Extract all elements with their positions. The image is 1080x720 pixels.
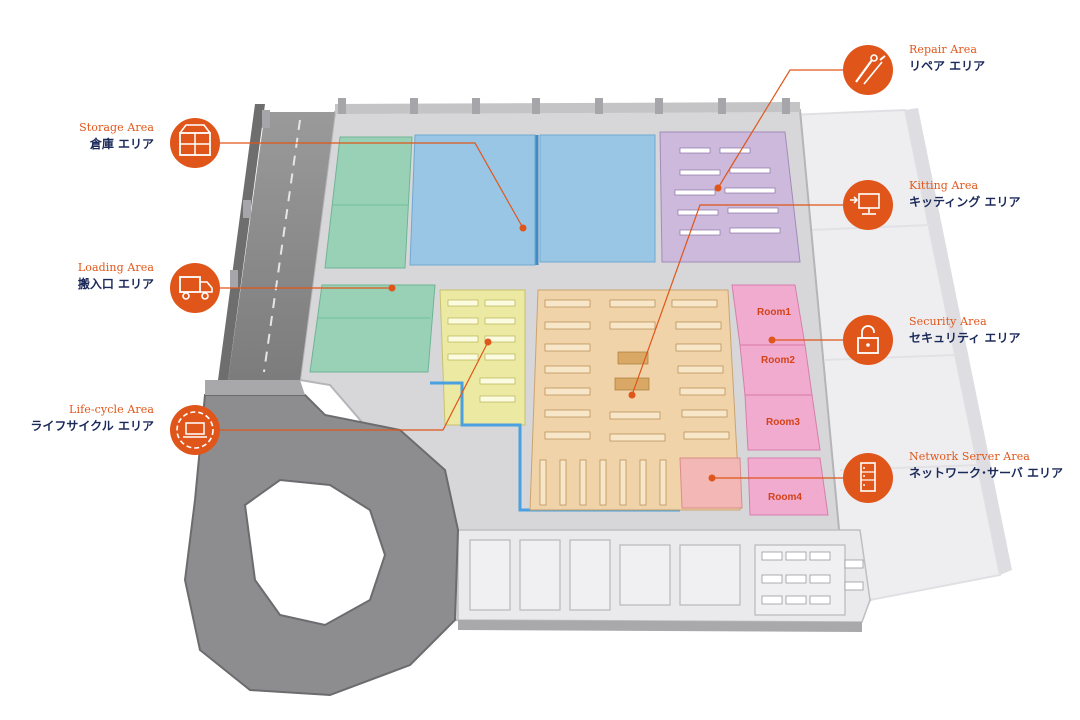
room-label: Room3 [766, 417, 800, 428]
pillars [230, 98, 790, 288]
spiral-ramp [183, 380, 460, 697]
lifecycle-area-jp: ライフサイクル エリア [30, 418, 154, 433]
storage-area-en: Storage Area [79, 121, 154, 134]
storage-area-jp: 倉庫 エリア [89, 136, 154, 151]
repair-area-en: Repair Area [909, 43, 978, 56]
road [218, 104, 335, 380]
warehouse-zone [529, 289, 741, 511]
laptop-cycle-icon [170, 405, 220, 455]
loading-zone [309, 284, 436, 373]
boxes-icon [170, 118, 220, 168]
server-icon [843, 453, 893, 503]
tools-icon [843, 45, 893, 95]
leader-lines [217, 69, 843, 479]
network-area-label: Network Server Area ネットワーク･サーバ エリア [909, 450, 1079, 481]
lifecycle-area-en: Life-cycle Area [69, 403, 154, 416]
office-desks [761, 551, 864, 605]
repair-area-label: Repair Area リペア エリア [909, 43, 1079, 74]
repair-area-jp: リペア エリア [909, 58, 986, 73]
leader-dots [388, 184, 776, 482]
lifecycle-area-label: Life-cycle Area ライフサイクル エリア [14, 403, 154, 434]
loading-area-en: Loading Area [77, 261, 154, 274]
room-label: Room2 [761, 355, 795, 366]
storage-zone-green [324, 136, 413, 269]
loading-area-jp: 搬入口 エリア [77, 276, 154, 291]
monitor-arrow-icon [843, 180, 893, 230]
room-label: Room4 [768, 492, 802, 503]
kitting-area-en: Kitting Area [909, 179, 979, 192]
padlock-icon [843, 315, 893, 365]
kitting-repair-zone [659, 131, 801, 263]
kitting-area-label: Kitting Area キッティング エリア [909, 179, 1079, 210]
security-area-en: Security Area [909, 315, 987, 328]
storage-area-label: Storage Area 倉庫 エリア [14, 121, 154, 152]
kitting-area-jp: キッティング エリア [909, 194, 1021, 209]
security-zone [679, 284, 829, 516]
storage-zone-blue [409, 134, 656, 266]
room-label: Room1 [757, 307, 791, 318]
network-area-jp: ネットワーク･サーバ エリア [909, 465, 1064, 480]
security-area-jp: セキュリティ エリア [909, 330, 1021, 345]
truck-icon [170, 263, 220, 313]
network-area-en: Network Server Area [909, 450, 1030, 463]
security-area-label: Security Area セキュリティ エリア [909, 315, 1079, 346]
loading-area-label: Loading Area 搬入口 エリア [14, 261, 154, 292]
